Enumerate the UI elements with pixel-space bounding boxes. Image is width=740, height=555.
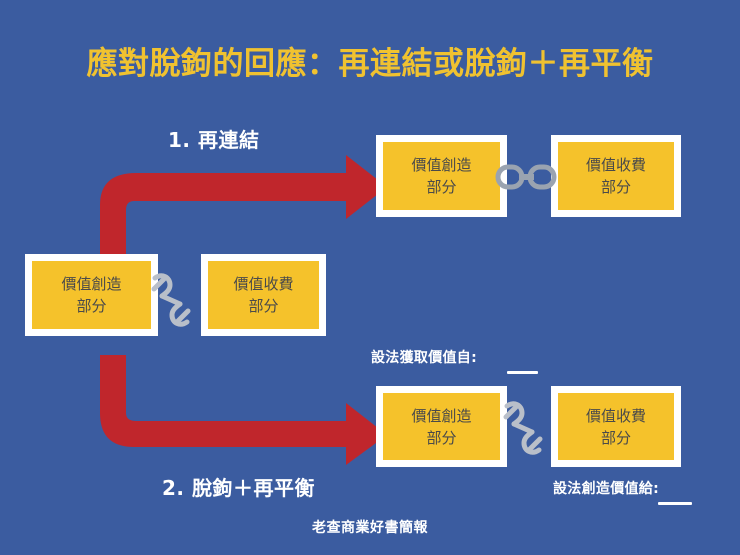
box-value-creation-origin[interactable]: 價值創造 部分 — [25, 254, 158, 336]
box-value-capture-origin[interactable]: 價值收費 部分 — [201, 254, 326, 336]
box-value-capture-rebalance[interactable]: 價值收費 部分 — [551, 386, 681, 467]
note-create-value-for-blank — [658, 502, 692, 505]
box-label: 價值創造 部分 — [411, 156, 472, 196]
curved-arrow-up-right-icon — [90, 150, 390, 265]
curved-arrow-down-right-icon — [90, 355, 390, 465]
step-label-decouple-rebalance: 2. 脫鉤＋再平衡 — [162, 476, 315, 500]
box-value-capture-reconnect[interactable]: 價值收費 部分 — [551, 135, 681, 217]
footer-credit: 老查商業好書簡報 — [312, 520, 428, 536]
note-capture-value-from-blank — [507, 371, 538, 374]
box-label: 價值創造 部分 — [61, 275, 122, 315]
box-label: 價值收費 部分 — [233, 275, 294, 315]
step-label-reconnect: 1. 再連結 — [168, 128, 260, 152]
note-capture-value-from: 設法獲取價值自: — [371, 350, 477, 366]
box-label: 價值收費 部分 — [585, 406, 646, 447]
page-title: 應對脫鉤的回應：再連結或脫鉤＋再平衡 — [86, 46, 654, 82]
box-label: 價值收費 部分 — [585, 156, 646, 196]
box-value-creation-reconnect[interactable]: 價值創造 部分 — [376, 135, 507, 217]
box-value-creation-rebalance[interactable]: 價值創造 部分 — [376, 386, 507, 467]
box-label: 價值創造 部分 — [411, 406, 472, 447]
note-create-value-for: 設法創造價值給: — [553, 481, 659, 497]
